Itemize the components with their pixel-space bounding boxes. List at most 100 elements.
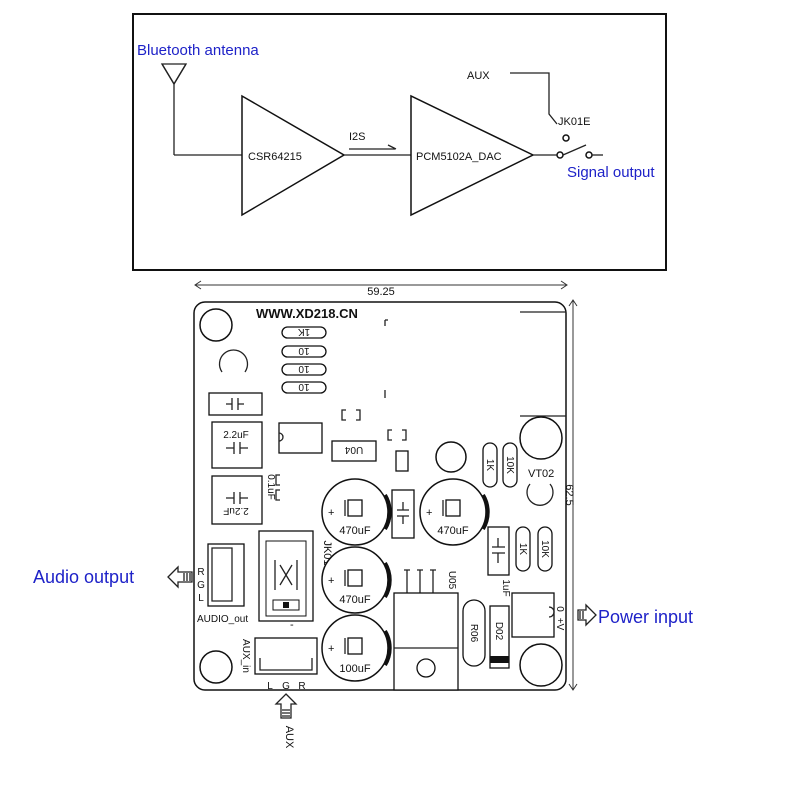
svg-text:+: + xyxy=(328,507,334,519)
svg-text:R: R xyxy=(197,567,204,578)
capacitor-small-2 xyxy=(391,489,415,539)
svg-text:L: L xyxy=(198,593,204,604)
svg-text:G: G xyxy=(197,580,205,591)
resistor-10k-b: 10K xyxy=(537,526,553,572)
left-arrow-icon xyxy=(167,565,193,589)
d02-diode: D02 xyxy=(489,605,510,669)
svg-text:R: R xyxy=(298,681,305,692)
capacitor-small-1 xyxy=(208,392,263,416)
capacitor-470uf-a: + 470uF xyxy=(321,478,392,546)
audio-output-label: Audio output xyxy=(33,567,134,587)
capacitor-100uf: + 100uF xyxy=(321,614,392,682)
capacitor-2-2uf-a: 2.2uF xyxy=(211,421,263,469)
antenna-icon xyxy=(160,63,188,155)
audio-out-connector: R G L AUDIO_out xyxy=(197,543,248,625)
vt02-label: VT02 xyxy=(528,468,554,480)
mount-hole-bottom-left xyxy=(199,650,233,684)
svg-text:2.2uF: 2.2uF xyxy=(223,430,249,441)
svg-text:R06: R06 xyxy=(468,624,479,643)
u04-chip: U04 xyxy=(331,440,377,462)
smd-part-1 xyxy=(395,450,409,472)
bt-module-outline xyxy=(384,311,566,417)
svg-text:+: + xyxy=(328,575,334,587)
dac-chip-label: PCM5102A_DAC xyxy=(416,151,502,163)
resistor-1k-a: 1K xyxy=(482,442,498,488)
svg-text:10K: 10K xyxy=(504,456,515,474)
svg-text:AUX_in: AUX_in xyxy=(240,639,251,673)
switch-icon xyxy=(556,134,603,159)
svg-text:U04: U04 xyxy=(344,444,363,455)
svg-text:1K: 1K xyxy=(484,459,495,472)
minus-marker: - xyxy=(290,619,294,631)
capacitor-470uf-b: + 470uF xyxy=(419,478,490,546)
svg-text:+V: +V xyxy=(554,618,565,631)
audio-output-annotation: Audio output xyxy=(33,565,193,589)
power-connector: 0 +V xyxy=(511,592,565,638)
resistor-1k-top: 1K xyxy=(281,326,327,339)
svg-text:D02: D02 xyxy=(493,622,504,641)
svg-text:AUDIO_out: AUDIO_out xyxy=(197,614,248,625)
svg-text:+: + xyxy=(328,643,334,655)
u05-regulator: U05 xyxy=(393,569,459,691)
vt02-transistor-outline xyxy=(526,483,554,506)
pcb-board: WWW.XD218.CN 1K 10 10 10 2 xyxy=(193,301,567,692)
smd-pad-1 xyxy=(341,409,361,421)
svg-text:10: 10 xyxy=(298,363,310,374)
svg-text:470uF: 470uF xyxy=(437,525,468,537)
i2s-label: I2S xyxy=(349,131,366,143)
resistor-10k-a: 10K xyxy=(502,442,518,488)
svg-text:1K: 1K xyxy=(298,326,311,337)
jk01-switch: JK01 xyxy=(258,530,333,622)
aux-annotation: AUX xyxy=(274,693,298,749)
power-input-label: Power input xyxy=(598,607,693,627)
website-label: WWW.XD218.CN xyxy=(256,306,358,321)
svg-text:10K: 10K xyxy=(539,540,550,558)
dac-amplifier-block xyxy=(410,94,535,217)
capacitor-470uf-c: + 470uF xyxy=(321,546,392,614)
capacitor-0-1uf: 0.1uF xyxy=(265,474,280,501)
jack-label: JK01E xyxy=(558,116,590,128)
svg-text:10: 10 xyxy=(298,381,310,392)
block-diagram: Bluetooth antenna CSR64215 I2S PCM5102A_… xyxy=(132,13,667,271)
svg-text:U05: U05 xyxy=(446,571,457,590)
svg-text:G: G xyxy=(282,681,290,692)
svg-text:0: 0 xyxy=(554,606,565,612)
width-dim-label: 59.25 xyxy=(367,286,395,298)
aux-arrow-label: AUX xyxy=(283,726,295,749)
svg-text:L: L xyxy=(267,681,273,692)
power-input-annotation: Power input xyxy=(577,603,693,627)
aux-input-label: AUX xyxy=(467,70,490,82)
resistor-10-c: 10 xyxy=(281,381,327,394)
aux-in-connector: AUX_in L G R xyxy=(240,637,318,692)
signal-output-label: Signal output xyxy=(567,164,655,181)
i2s-arrow-icon xyxy=(349,144,397,150)
right-arrow-icon xyxy=(577,603,597,627)
up-arrow-icon xyxy=(274,693,298,719)
svg-text:470uF: 470uF xyxy=(339,594,370,606)
r06-resistor: R06 xyxy=(462,599,486,667)
svg-text:0.1uF: 0.1uF xyxy=(265,474,276,500)
svg-text:1K: 1K xyxy=(517,543,528,556)
csr-amplifier-block xyxy=(241,94,346,217)
capacitor-1uf: 1uF xyxy=(487,526,511,597)
resistor-10-b: 10 xyxy=(281,363,327,376)
resistor-10-a: 10 xyxy=(281,345,327,358)
mount-hole-bottom-right xyxy=(519,643,563,687)
mount-hole-top-left xyxy=(199,308,233,342)
block-diagram-frame xyxy=(132,13,667,271)
bluetooth-antenna-label: Bluetooth antenna xyxy=(137,42,259,59)
svg-text:10: 10 xyxy=(298,345,310,356)
svg-text:+: + xyxy=(426,507,432,519)
led-outline xyxy=(218,349,249,373)
svg-text:1uF: 1uF xyxy=(500,579,511,596)
mount-hole-center xyxy=(435,441,467,473)
svg-text:100uF: 100uF xyxy=(339,663,370,675)
svg-text:2.2uF: 2.2uF xyxy=(223,505,249,516)
mount-hole-right xyxy=(519,416,563,460)
resistor-1k-b: 1K xyxy=(515,526,531,572)
svg-text:470uF: 470uF xyxy=(339,525,370,537)
width-dimension: 59.25 xyxy=(194,280,568,298)
ic-chip-small xyxy=(278,422,323,454)
smd-pad-2 xyxy=(387,429,407,441)
